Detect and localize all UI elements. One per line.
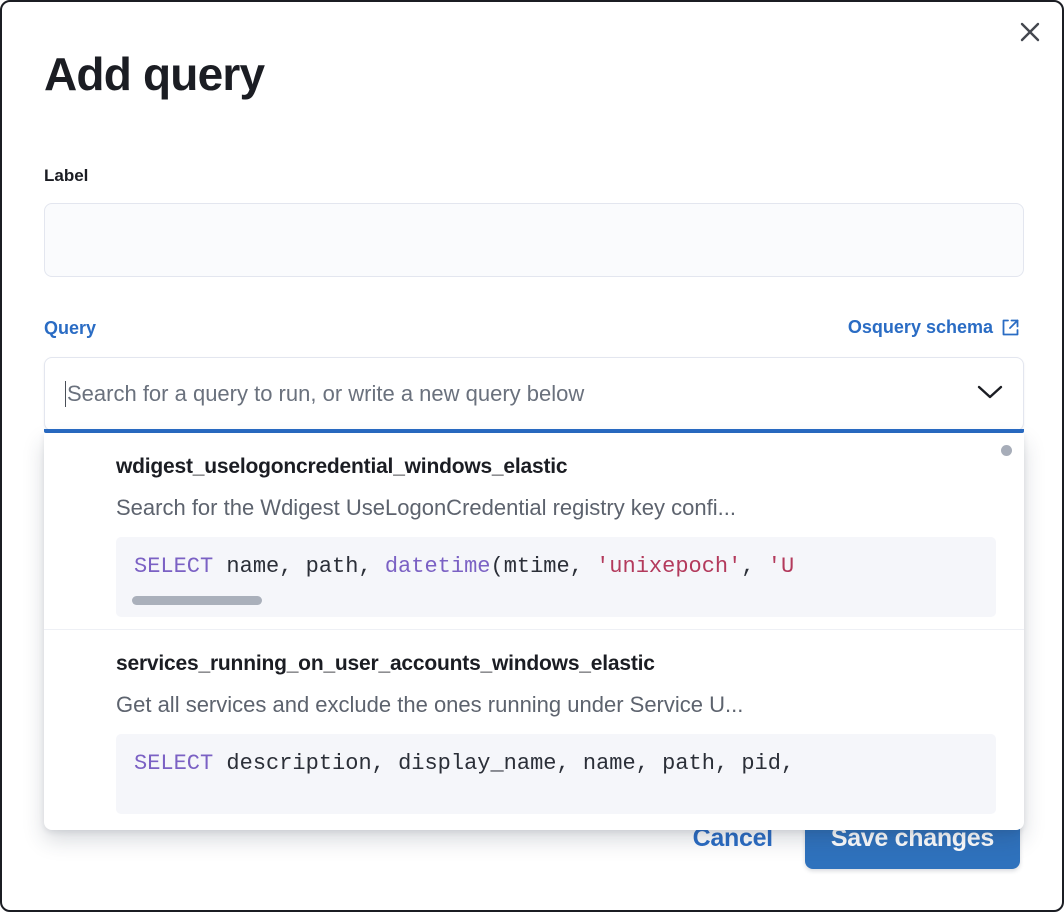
- sql-code-line: SELECT description, display_name, name, …: [134, 751, 795, 776]
- page-title: Add query: [44, 48, 265, 100]
- list-item-description: Get all services and exclude the ones ru…: [116, 692, 744, 717]
- chevron-down-icon[interactable]: [975, 383, 1005, 406]
- combobox-focus-underline: [44, 429, 1024, 433]
- label-input[interactable]: [44, 203, 1024, 277]
- dropdown-vertical-scrollbar[interactable]: [1001, 445, 1012, 456]
- external-link-icon: [1001, 318, 1020, 337]
- code-horizontal-scrollbar[interactable]: [132, 596, 262, 605]
- query-search-combobox[interactable]: Search for a query to run, or write a ne…: [44, 357, 1024, 431]
- text-cursor: [65, 381, 66, 407]
- list-item-description: Search for the Wdigest UseLogonCredentia…: [116, 495, 736, 520]
- sql-code-block: SELECT description, display_name, name, …: [116, 734, 996, 814]
- query-field-label[interactable]: Query: [44, 318, 97, 338]
- list-item[interactable]: services_running_on_user_accounts_window…: [44, 629, 1024, 814]
- query-search-input-placeholder: Search for a query to run, or write a ne…: [67, 381, 585, 406]
- osquery-schema-link-label: Osquery schema: [847, 317, 993, 337]
- list-item[interactable]: wdigest_uselogoncredential_windows_elast…: [44, 433, 1024, 617]
- dropdown-list: wdigest_uselogoncredential_windows_elast…: [44, 433, 1024, 814]
- close-icon-button[interactable]: [1012, 14, 1048, 50]
- osquery-schema-link[interactable]: Osquery schema: [848, 315, 1020, 339]
- label-field-label: Label: [44, 166, 89, 185]
- close-icon: [1019, 21, 1041, 43]
- sql-code-block: SELECT name, path, datetime(mtime, 'unix…: [116, 537, 996, 617]
- sql-code-line: SELECT name, path, datetime(mtime, 'unix…: [134, 554, 795, 579]
- list-item-title: services_running_on_user_accounts_window…: [116, 652, 655, 675]
- list-item-title: wdigest_uselogoncredential_windows_elast…: [116, 455, 568, 478]
- query-suggestions-dropdown: wdigest_uselogoncredential_windows_elast…: [44, 433, 1024, 830]
